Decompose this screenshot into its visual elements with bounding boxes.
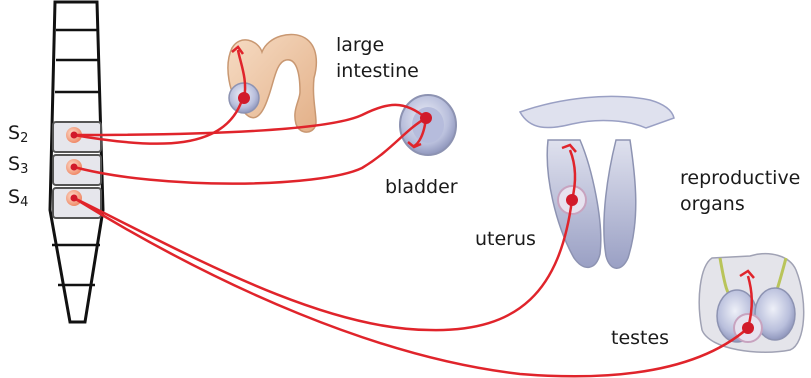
label-testes: testes [611,326,669,350]
label-reproductive-line1: reproductive [680,165,800,191]
large-intestine-organ [228,34,316,132]
segment-s3-block [53,155,101,185]
label-large-intestine: large intestine [336,32,419,84]
endpoint-dot-testes [742,322,754,334]
endpoint-dot-bladder [420,112,432,124]
segment-label-s4: S4 [8,185,28,215]
label-bladder: bladder [385,175,458,199]
nerve-s3-to-bladder [74,118,426,184]
bladder-organ [400,95,456,155]
endpoint-dot-s3 [71,164,78,171]
segment-label-s2: S2 [8,121,28,151]
segment-s4-block [53,188,101,218]
endpoint-dot-uterus [566,194,578,206]
label-reproductive-line2: organs [680,191,800,217]
label-reproductive-organs: reproductive organs [680,165,800,217]
testes-organ [699,254,803,353]
endpoint-dot-large-intestine [238,92,250,104]
endpoint-dot-s4 [71,195,78,202]
label-large-intestine-line1: large [336,32,419,58]
nerve-s4-to-uterus [74,198,572,330]
label-large-intestine-line2: intestine [336,58,419,84]
label-uterus: uterus [475,227,536,251]
uterus-organ [520,96,674,268]
endpoint-dot-s2 [71,132,78,139]
segment-label-s3: S3 [8,152,28,182]
